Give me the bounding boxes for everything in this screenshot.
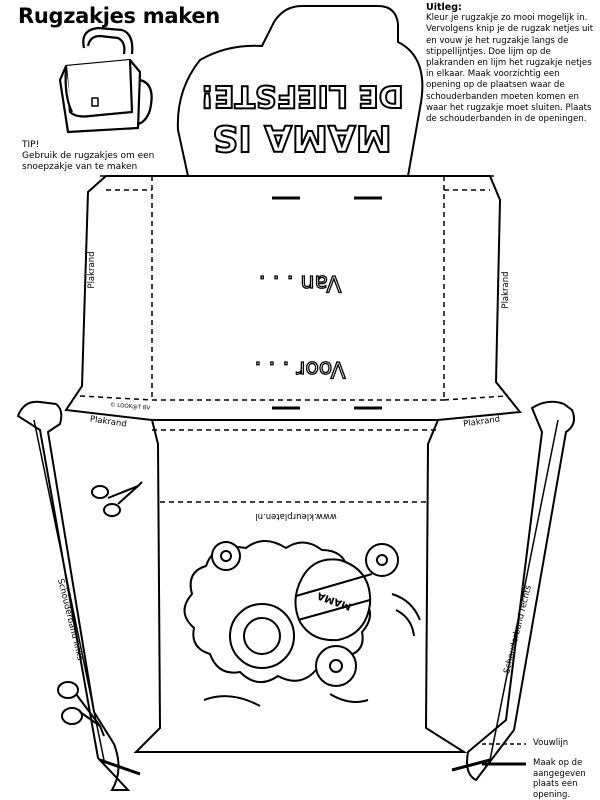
page-title: Rugzakjes maken <box>18 4 220 28</box>
front-illustration <box>183 540 421 707</box>
back-panel <box>64 175 522 421</box>
legend-opening-label: Maak op de aangegeven plaats een opening… <box>533 758 586 800</box>
instructions-heading: Uitleg: <box>426 2 462 13</box>
instructions: Uitleg: Kleur je rugzakje zo mooi mogeli… <box>426 2 596 125</box>
plakrand-right-side: Plakrand <box>501 271 511 308</box>
strap-left <box>16 400 141 791</box>
copyright-label: © LOOK@T BV <box>110 401 151 412</box>
flap-line-2: DE LIEFSTE! <box>200 78 403 113</box>
top-flap: MAMA IS DE LIEFSTE! <box>176 5 424 177</box>
tip: TIP! Gebruik de rugzakjes om een snoepza… <box>22 140 192 173</box>
website-label: www.kleurplaten.nl <box>255 511 337 521</box>
strap-right <box>451 400 575 782</box>
legend-fold-label: Vouwlijn <box>533 738 569 748</box>
van-label: Van . . . <box>259 270 342 295</box>
flap-line-1: MAMA IS <box>212 117 391 158</box>
voor-label: Voor . . . <box>254 356 345 381</box>
scissors-icon <box>57 681 105 737</box>
scissors-icon <box>91 481 143 517</box>
instructions-body: Kleur je rugzakje zo mooi mogelijk in. V… <box>426 13 594 125</box>
backpack-icon <box>58 26 153 134</box>
tip-heading: TIP! <box>22 140 40 150</box>
plakrand-left-side: Plakrand <box>87 251 97 288</box>
tip-body: Gebruik de rugzakjes om een snoepzakje v… <box>22 151 155 172</box>
